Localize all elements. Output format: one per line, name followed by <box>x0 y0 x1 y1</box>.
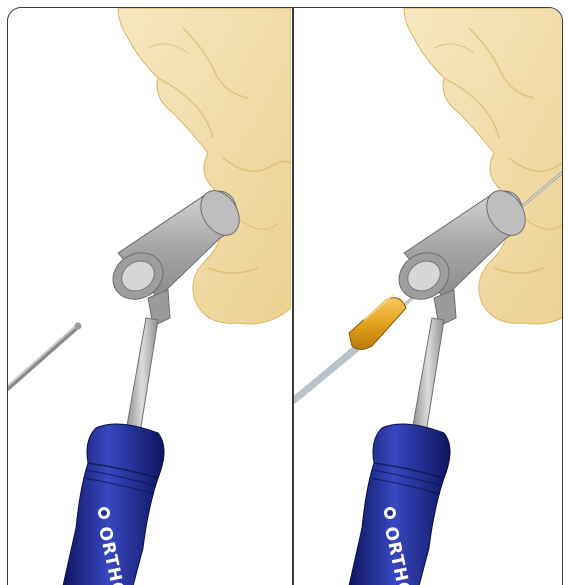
handle-shaft <box>126 318 158 433</box>
guide-wire-adapter <box>349 294 406 350</box>
illustration-frame: ORTHO <box>7 7 563 585</box>
panel-step-1-illustration: ORTHO <box>8 8 291 585</box>
panel-step-2-illustration: ORTHO <box>294 8 563 585</box>
guide-wire <box>8 323 82 389</box>
handle-shaft <box>412 318 444 433</box>
panel-step-1: ORTHO <box>8 8 291 585</box>
screwdriver-handle: ORTHO <box>63 424 164 585</box>
panel-step-2: ORTHO <box>294 8 563 585</box>
screwdriver-handle: ORTHO <box>349 424 450 585</box>
